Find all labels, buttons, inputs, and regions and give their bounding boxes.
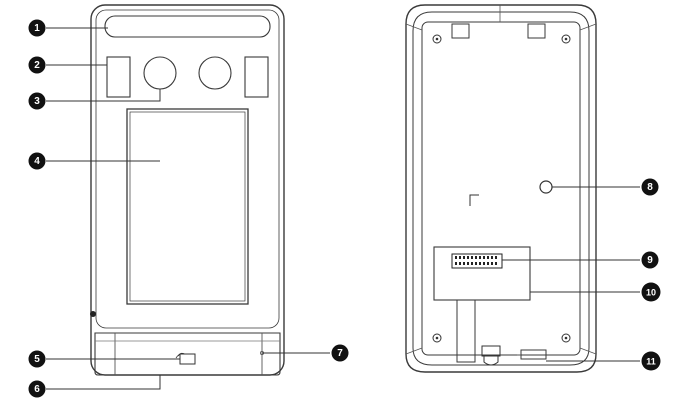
screw-top-right xyxy=(561,34,571,44)
callout-11: 11 xyxy=(641,351,661,371)
device-back-view xyxy=(405,4,597,373)
back-leader-lines xyxy=(502,186,640,362)
side-notch xyxy=(90,311,96,317)
screw-bottom-right xyxy=(561,333,571,343)
callout-8: 8 xyxy=(641,178,659,196)
callout-6-label: 6 xyxy=(34,384,40,395)
callout-4: 4 xyxy=(28,152,46,170)
callout-2-label: 2 xyxy=(34,60,40,71)
bottom-latch xyxy=(520,349,547,360)
bottom-port xyxy=(481,345,501,366)
device-front-view xyxy=(90,4,285,376)
front-body-inner-outline xyxy=(95,9,280,329)
back-body-bezel xyxy=(412,11,590,366)
callout-10: 10 xyxy=(641,282,661,302)
top-clip-right xyxy=(527,23,546,39)
callout-7: 7 xyxy=(331,344,349,362)
leader-line-3 xyxy=(46,89,161,102)
screw-bottom-left xyxy=(432,333,442,343)
pin-header-pins xyxy=(455,256,497,265)
cable-channel xyxy=(456,299,476,363)
corner-line-tl xyxy=(405,23,423,31)
center-mark xyxy=(469,194,479,206)
pin-header xyxy=(451,253,503,269)
callout-3-label: 3 xyxy=(34,96,40,107)
callout-5: 5 xyxy=(28,350,46,368)
screw-top-left xyxy=(432,34,442,44)
corner-line-tr xyxy=(579,23,597,31)
callout-4-label: 4 xyxy=(34,156,40,167)
callout-9: 9 xyxy=(641,251,659,269)
callout-11-label: 11 xyxy=(646,357,656,367)
corner-line-br xyxy=(579,347,597,355)
callout-8-label: 8 xyxy=(647,182,653,193)
callout-3: 3 xyxy=(28,92,46,110)
top-clip-left xyxy=(451,23,470,39)
top-indicator-strip xyxy=(104,15,271,38)
callout-6: 6 xyxy=(28,380,46,398)
right-sensor-window xyxy=(244,56,269,98)
back-inner-panel xyxy=(421,21,581,356)
corner-line-bl xyxy=(405,347,423,355)
callout-9-label: 9 xyxy=(647,255,653,266)
callout-2: 2 xyxy=(28,56,46,74)
mounting-hole xyxy=(539,180,553,194)
leader-line-6 xyxy=(46,375,161,390)
callout-10-label: 10 xyxy=(646,288,656,298)
left-camera-lens xyxy=(143,56,177,90)
back-body-outline xyxy=(405,4,597,373)
callout-5-label: 5 xyxy=(34,354,40,365)
display-screen-outer xyxy=(126,108,249,305)
connector-board xyxy=(433,246,531,301)
left-sensor-window xyxy=(106,56,131,98)
front-leader-lines xyxy=(46,27,330,390)
front-base-outline xyxy=(94,332,281,376)
callout-1: 1 xyxy=(28,19,46,37)
callout-7-label: 7 xyxy=(337,348,343,359)
callout-1-label: 1 xyxy=(34,23,40,34)
display-screen-inner xyxy=(129,111,246,302)
front-body-outline xyxy=(90,4,285,376)
right-camera-lens xyxy=(198,56,232,90)
